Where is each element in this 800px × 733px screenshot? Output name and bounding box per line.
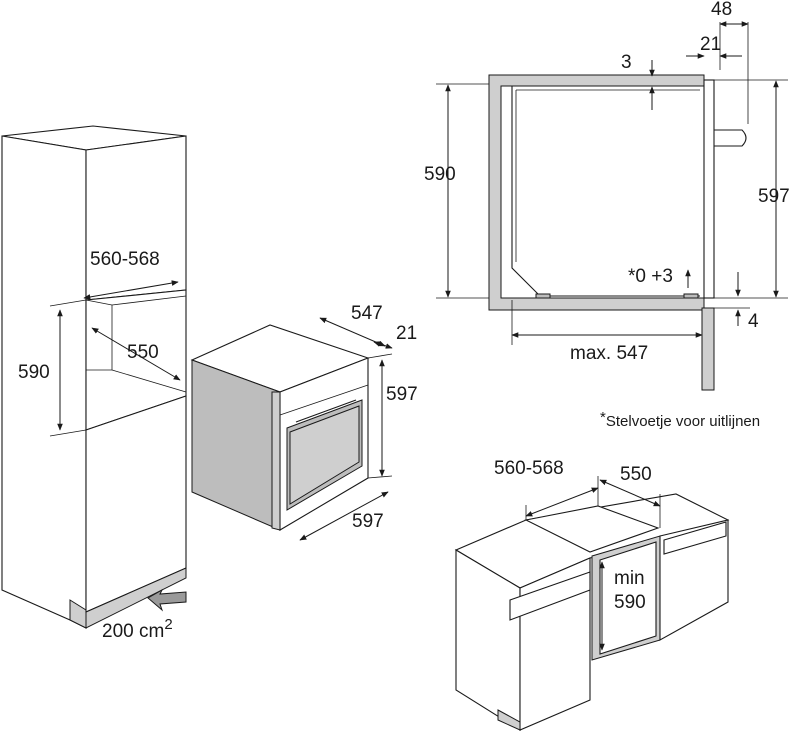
oven-width-label: 597 [352,511,384,532]
ventilation-label: 200 cm2 [102,616,173,642]
ventilation-arrow-icon [147,588,187,612]
section-top-offset-label: 48 [711,0,732,20]
oven-drawing [190,324,370,531]
section-drawing [488,74,747,391]
section-dimensions [436,21,788,345]
niche-depth-label: 550 [127,342,159,363]
footnote-marker: * [600,409,606,426]
section-oven-height-label: 597 [758,186,790,207]
oven-depth-label: 547 [351,303,383,324]
base-height-label-line1: min [614,568,645,589]
oven-dimensions [299,317,393,541]
base-cabinet-drawing [454,493,730,731]
cabinet-width-label: 560-568 [90,249,160,270]
footnote: *Stelvoetje voor uitlijnen [600,409,760,430]
section-foot-label: *0 +3 [628,266,673,287]
tall-cabinet-dimensions [49,280,181,437]
footnote-text: Stelvoetje voor uitlijnen [606,413,760,430]
base-depth-label: 550 [620,464,652,485]
base-height-label-line2: 590 [614,592,646,613]
section-bottom-gap-label: 4 [748,311,759,332]
oven-height-label: 597 [386,384,418,405]
niche-height-label: 590 [18,362,50,383]
oven-front-label: 21 [396,323,417,344]
base-cabinet-dimensions [525,476,661,651]
section-niche-height-label: 590 [424,164,456,185]
base-width-label: 560-568 [494,458,564,479]
section-top-gap-label: 3 [621,52,632,73]
section-front-offset-label: 21 [700,34,721,55]
section-depth-label: max. 547 [570,343,648,364]
